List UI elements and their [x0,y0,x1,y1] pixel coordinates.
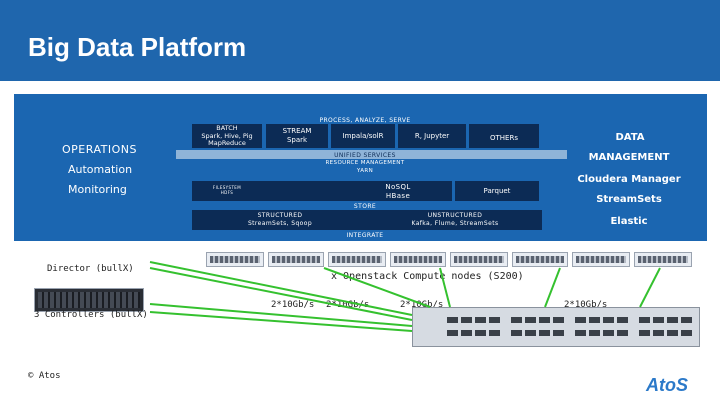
header-bar: Big Data Platform [0,0,720,81]
compute-link-line-3 [544,267,561,308]
compute-node-8 [634,252,692,267]
operations-label: OPERATIONS [62,143,137,156]
nosql-label: NoSQL HBase [385,183,411,200]
link-label-2: 2*10Gb/s [326,300,370,310]
filesystem-label: FILESYSTEM HDFS [212,185,242,195]
compute-label: x Openstack Compute nodes (S200) [331,271,524,282]
automation-label: Automation [68,163,133,176]
copyright-label: © Atos [28,371,61,381]
batch-box: BATCH Spark, Hive, Pig MapReduce [192,124,262,148]
impala-box: Impala/solR [331,124,395,148]
elastic-label: Elastic [610,216,648,227]
controller-link-line-2 [149,311,413,332]
streamsets-label: StreamSets [596,194,662,205]
process-label: PROCESS, ANALYZE, SERVE [319,117,411,124]
compute-node-2 [268,252,324,267]
compute-node-5 [450,252,508,267]
network-switch-image [412,307,700,347]
link-label-4: 2*10Gb/s [564,300,608,310]
parquet-box: Parquet [455,181,539,201]
page-title: Big Data Platform [28,32,247,62]
controllers-label: 3 Controllers (bullX) [34,310,148,320]
resource-label: RESOURCE MANAGEMENT YARN [325,160,405,174]
compute-node-7 [572,252,630,267]
integrate-label: INTEGRATE [346,232,384,239]
unified-label: UNIFIED SERVICES [334,152,396,159]
controller-server-image [34,288,144,312]
monitoring-label: Monitoring [68,183,127,196]
cloudera-label: Cloudera Manager [577,174,681,185]
integrate-box [192,210,542,230]
store-label: STORE [353,203,377,210]
atos-logo: AtoS [646,375,688,395]
compute-node-1 [206,252,264,267]
compute-node-6 [512,252,568,267]
stream-box: STREAM Spark [266,124,328,148]
r-jupyter-box: R, Jupyter [398,124,466,148]
compute-node-3 [328,252,386,267]
unstructured-label: UNSTRUCTURED Kafka, Flume, StreamSets [411,212,499,227]
link-label-1: 2*10Gb/s [271,300,315,310]
others-box: OTHERs [469,124,539,148]
director-label: Director (bullX) [47,264,134,274]
structured-label: STRUCTURED StreamSets, Sqoop [247,212,313,227]
compute-node-4 [390,252,446,267]
storage-box [192,181,452,201]
data-label: DATA [615,132,645,143]
management-label: MANAGEMENT [588,152,670,163]
compute-link-line-4 [639,267,661,308]
unified-stripe [176,150,567,159]
